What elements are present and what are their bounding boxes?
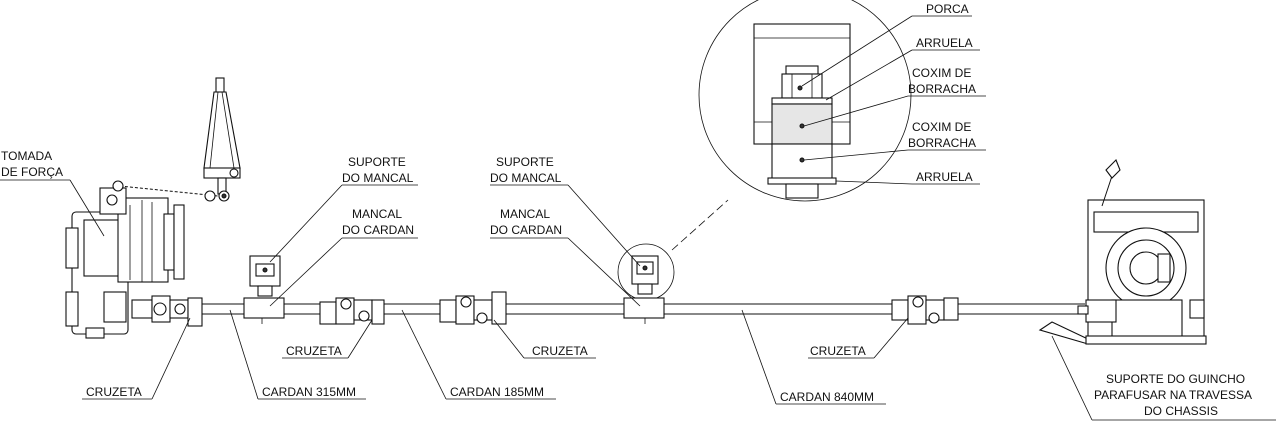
- suporte-guincho-line3: DO CHASSIS: [1144, 404, 1218, 418]
- cruzeta-2-label: CRUZETA: [286, 344, 342, 358]
- label-cruzeta-4: CRUZETA: [808, 317, 909, 359]
- coxim-1-line2: BORRACHA: [908, 82, 976, 96]
- label-mancal-cardan-1: MANCAL DO CARDAN: [269, 207, 418, 307]
- suporte-mancal-2-line1: SUPORTE: [496, 155, 554, 169]
- cruzeta-1-label: CRUZETA: [86, 385, 142, 399]
- cardan-185-label: CARDAN 185MM: [450, 385, 544, 399]
- label-cruzeta-1: CRUZETA: [82, 317, 191, 400]
- cardan-840-label: CARDAN 840MM: [780, 390, 874, 404]
- label-cruzeta-2: CRUZETA: [282, 319, 373, 359]
- porca-label: PORCA: [926, 2, 969, 16]
- suporte-mancal-1-line2: DO MANCAL: [342, 171, 414, 185]
- label-suporte-mancal-1: SUPORTE DO MANCAL: [269, 155, 418, 263]
- bearing-support-1: [243, 255, 285, 324]
- cardan-315-label: CARDAN 315MM: [262, 385, 356, 399]
- suporte-guincho-line2: PARAFUSAR NA TRAVESSA: [1094, 388, 1252, 402]
- cruzeta-4-label: CRUZETA: [810, 344, 866, 358]
- control-lever: [112, 77, 241, 202]
- label-tomada: TOMADA DE FORÇA: [0, 149, 105, 237]
- tomada-line1: TOMADA: [1, 149, 52, 163]
- mancal-cardan-2-line2: DO CARDAN: [490, 223, 562, 237]
- label-cruzeta-3: CRUZETA: [493, 319, 596, 359]
- arruela-top-label: ARRUELA: [916, 36, 973, 50]
- coxim-2-line1: COXIM DE: [912, 120, 971, 134]
- label-mancal-cardan-2: MANCAL DO CARDAN: [490, 207, 641, 307]
- detail-view: [698, 0, 912, 202]
- suporte-guincho-line1: SUPORTE DO GUINCHO: [1106, 372, 1245, 386]
- label-arruela-top: ARRUELA: [825, 36, 980, 101]
- suporte-mancal-2-line2: DO MANCAL: [490, 171, 562, 185]
- power-take-off: [65, 187, 185, 339]
- label-cardan-185: CARDAN 185MM: [401, 309, 556, 400]
- mancal-cardan-1-line1: MANCAL: [352, 207, 402, 221]
- arruela-bottom-label: ARRUELA: [916, 170, 973, 184]
- coxim-1-line1: COXIM DE: [912, 66, 971, 80]
- winch: [1038, 159, 1207, 345]
- label-arruela-bottom: ARRUELA: [835, 170, 980, 185]
- cruzeta-3-label: CRUZETA: [532, 344, 588, 358]
- universal-joint-2: [319, 297, 385, 325]
- label-suporte-mancal-2: SUPORTE DO MANCAL: [490, 155, 641, 267]
- universal-joint-3: [439, 291, 507, 325]
- label-porca: PORCA: [801, 2, 972, 87]
- label-cardan-315: CARDAN 315MM: [229, 309, 366, 400]
- suporte-mancal-1-line1: SUPORTE: [348, 155, 406, 169]
- universal-joint-1: [131, 295, 203, 327]
- coxim-2-line2: BORRACHA: [908, 136, 976, 150]
- label-cardan-840: CARDAN 840MM: [741, 309, 886, 405]
- label-suporte-guincho: SUPORTE DO GUINCHO PARAFUSAR NA TRAVESSA…: [1051, 335, 1276, 421]
- tomada-line2: DE FORÇA: [1, 165, 63, 179]
- label-coxim-1: COXIM DE BORRACHA: [803, 66, 986, 127]
- mancal-cardan-2-line1: MANCAL: [500, 207, 550, 221]
- label-coxim-2: COXIM DE BORRACHA: [803, 120, 986, 161]
- universal-joint-4: [891, 295, 959, 325]
- mancal-cardan-1-line2: DO CARDAN: [342, 223, 414, 237]
- bearing-support-2: [617, 199, 729, 324]
